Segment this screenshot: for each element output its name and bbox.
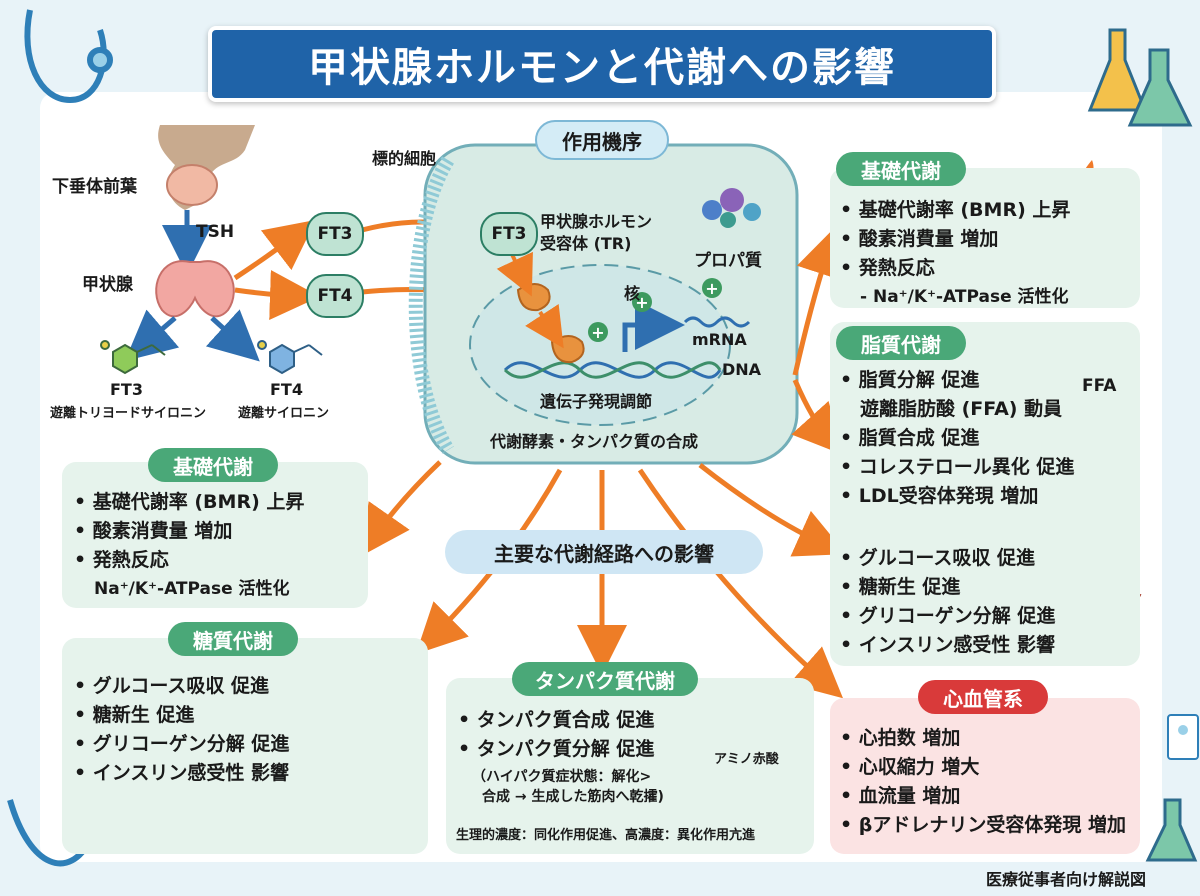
right-basal-item: • 発熱反応 [840,257,935,279]
protein-metabolism-box: • タンパク質合成 促進 • タンパク質分解 促進 （ハイパク質症状態：解化> … [446,678,814,854]
right-basal-item: • 酸素消費量 増加 [840,228,999,250]
mechanism-header: 作用機序 [535,120,669,160]
carb-item: • 糖新生 促進 [74,704,195,726]
page-title: 甲状腺ホルモンと代謝への影響 [208,26,996,102]
receptor-label-line1: 甲状腺ホルモン [540,212,653,231]
carb-item: • グリコーゲン分解 促進 [74,733,290,755]
footer-label: 医療従事者向け解説図 [986,870,1147,889]
arrow-right-basal [792,225,845,376]
protein-header: タンパク質代謝 [512,662,698,696]
ft3-release-arrow [124,309,180,362]
right-lipid-header: 脂質代謝 [836,326,966,360]
synthesis-label: 代謝酵素・タンパク質の合成 [490,432,699,451]
svg-text:+: + [705,279,718,298]
cell-ft3-bubble: FT3 [480,212,538,256]
cardio-item: • 血流量 増加 [840,785,961,807]
glucose-item: • グリコーゲン分解 促進 [840,605,1056,627]
protein-footnote: 生理的濃度：同化作用促進、高濃度：異化作用亢進 [456,828,756,843]
plus-icon: + [588,322,608,342]
stethoscope-icon [24,9,113,104]
ffa-label: FFA [1082,376,1117,396]
arrow-cardio [637,468,844,699]
left-basal-item: • 基礎代謝率 (BMR) 上昇 [74,491,305,513]
plus-icon-2: + [632,292,652,312]
thyroid-ft4-arrow [234,270,320,320]
flask-icon-bottom [1145,798,1198,862]
protein-item: • タンパク質合成 促進 [458,709,655,731]
ft3-molecule-icon [100,340,166,375]
receptor-label-line2: 受容体 (TR) [540,234,632,253]
right-basal-header: 基礎代謝 [836,152,966,186]
main-pathways-label: 主要な代謝経路への影響 [445,530,763,574]
protein-icon [702,188,761,228]
receptor-dna-arrow [525,303,564,349]
cardio-item: • βアドレナリン受容体発現 増加 [840,814,1126,836]
right-lipid-metabolism-box: • 脂質分解 促進 遊離脂肪酸 (FFA) 動員 • 脂質合成 促進 • コレス… [830,322,1140,666]
lipid-item: • LDL受容体発現 増加 [840,485,1039,507]
glucose-item: • グルコース吸収 促進 [840,547,1036,569]
clipboard-icon [1167,714,1199,760]
ft3-label: FT3 [110,380,143,399]
protein-note-line1: （ハイパク質症状態：解化> [472,769,652,785]
lipid-item: • 脂質分解 促進 [840,369,980,391]
cardio-header: 心血管系 [918,680,1048,714]
carbohydrate-metabolism-box: • グルコース吸収 促進 • 糖新生 促進 • グリコーゲン分解 促進 • イン… [62,638,428,854]
carb-header: 糖質代謝 [168,622,298,656]
ft3-description: 遊離トリヨードサイロニン [50,406,207,421]
nucleus-label: 核 [624,284,641,303]
left-basal-item: • 発熱反応 [74,549,169,571]
mrna-label: mRNA [692,330,747,349]
thyroid-icon [155,260,235,318]
carb-item: • インスリン感受性 影響 [74,762,289,784]
cardiovascular-box: • 心拍数 増加 • 心収縮力 増大 • 血流量 増加 • βアドレナリン受容体… [830,698,1140,854]
ft4-bubble: FT4 [306,274,364,318]
protein-note-line2: 合成 → 生成した筋肉へ乾攉) [482,789,664,805]
transcription-arrow [622,300,685,352]
gene-regulation-label: 遺伝子発現調節 [540,392,653,411]
amino-acid-label: アミノ赤酸 [714,752,779,767]
svg-text:+: + [591,323,604,342]
ft4-molecule-icon [257,340,323,375]
arrow-left-basal [360,460,442,557]
right-basal-item: • 基礎代謝率 (BMR) 上昇 [840,199,1071,221]
ft4-label: FT4 [270,380,303,399]
flask-icon [1087,28,1193,127]
right-basal-item: - Na⁺/K⁺-ATPase 活性化 [860,287,1069,307]
lipid-item: • 脂質合成 促進 [840,427,980,449]
left-basal-item: Na⁺/K⁺-ATPase 活性化 [94,579,290,599]
pituitary-icon [158,125,255,210]
tsh-label: TSH [196,222,235,242]
protein-item: • タンパク質分解 促進 [458,738,655,760]
right-basal-metabolism-box: • 基礎代謝率 (BMR) 上昇 • 酸素消費量 増加 • 発熱反応 - Na⁺… [830,168,1140,308]
arrow-glucose [698,463,847,557]
ft4-release-arrow [205,309,260,362]
svg-text:+: + [635,293,648,312]
thyroid-label: 甲状腺 [82,275,133,295]
cell-membrane [408,156,455,454]
pituitary-label: 下垂体前葉 [52,177,137,197]
left-basal-metabolism-box: • 基礎代謝率 (BMR) 上昇 • 酸素消費量 増加 • 発熱反応 Na⁺/K… [62,462,368,608]
plus-icon-3: + [702,278,722,298]
dna-label: DNA [722,360,762,379]
thyroid-ft3-arrow [233,219,316,281]
lipid-item: 遊離脂肪酸 (FFA) 動員 [860,398,1063,420]
ft3-bubble: FT3 [306,212,364,256]
carb-item: • グルコース吸収 促進 [74,675,270,697]
cardio-item: • 心収縮力 増大 [840,756,980,778]
mrna-strand [683,316,751,328]
target-cell-label: 標的細胞 [372,149,437,168]
cardio-item: • 心拍数 増加 [840,727,961,749]
arrow-lipid [791,379,844,455]
lipid-item: • コレステロール異化 促進 [840,456,1075,478]
left-basal-item: • 酸素消費量 増加 [74,520,233,542]
glucose-item: • 糖新生 促進 [840,576,961,598]
protein-label: プロパ質 [694,251,762,271]
glucose-item: • インスリン感受性 影響 [840,634,1055,656]
left-basal-header: 基礎代謝 [148,448,278,482]
dna-helix-icon [503,361,722,379]
ft4-description: 遊離サイロニン [238,406,330,421]
